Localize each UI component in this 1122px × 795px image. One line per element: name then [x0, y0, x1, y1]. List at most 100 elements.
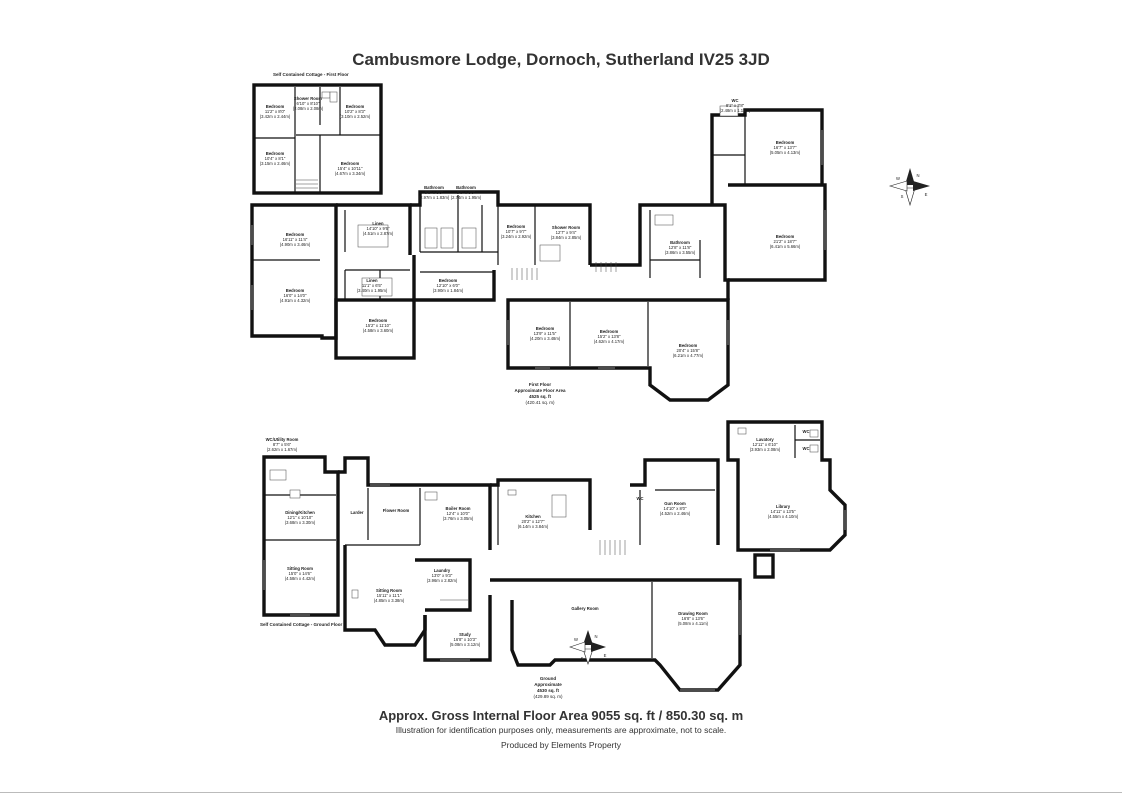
room-dim2-text: (3.76m x 3.05m)	[443, 516, 474, 521]
svg-text:4525 sq. ft: 4525 sq. ft	[529, 394, 552, 399]
room-dim2-text: (2.08m x 2.08m)	[293, 106, 324, 111]
ground-floor-plan: N S E W	[262, 420, 847, 692]
room-dim2-text: (4.85m x 3.38m)	[374, 598, 405, 603]
room-name-text: Flower Room	[383, 508, 410, 513]
ground-floor-kitchen	[490, 478, 626, 555]
room-dim2-text: (5.05m x 4.13m)	[770, 150, 801, 155]
compass-gf-n-label: N	[594, 634, 597, 639]
room-dim1-text: 12'8" x 11'8"	[669, 245, 692, 250]
room-dim2-text: (3.10m x 2.52m)	[340, 114, 371, 119]
room-dim1-text: 9'9" x 6'0"	[425, 190, 444, 195]
room-name-text: Bathroom	[424, 185, 444, 190]
room-dim2-text: (5.08m x 4.11m)	[678, 621, 709, 626]
room-name-text: Bedroom	[369, 318, 388, 323]
room-name-text: Bedroom	[266, 151, 285, 156]
room-name-text: Bedroom	[286, 232, 305, 237]
room-dim2-text: (6.41m x 5.66m)	[770, 244, 801, 249]
room-name-text: WC/Utility Room	[266, 437, 299, 442]
room-name-text: Boiler Room	[446, 506, 471, 511]
room-dim1-text: 16'11" x 11'4"	[283, 237, 308, 242]
room-name-text: Bedroom	[266, 104, 285, 109]
room-dim2-text: (3.15m x 2.46m)	[260, 161, 291, 166]
room-dim1-text: 13'0" x 9'3"	[432, 573, 453, 578]
first-floor-plan: N S E W	[250, 83, 930, 402]
room-dim2-text: (3.93m x 2.08m)	[750, 447, 781, 452]
room-name-text: Bedroom	[439, 278, 458, 283]
svg-text:Approximate Floor Area: Approximate Floor Area	[514, 388, 566, 393]
ground-floor-area-label: Ground Approximate 4530 sq. ft (429.89 s…	[533, 676, 563, 699]
room-name-text: Bathroom	[670, 240, 690, 245]
room-dim2-text: (3.68m x 3.30m)	[285, 520, 316, 525]
room-dim1-text: 12'4" x 10'0"	[447, 511, 470, 516]
room-dim1-text: 12'7" x 9'4"	[556, 230, 577, 235]
room-dim2-text: (3.24m x 2.92m)	[501, 234, 532, 239]
room-name-text: Bedroom	[600, 329, 619, 334]
svg-text:First Floor: First Floor	[529, 382, 551, 387]
room-dim2-text: (3.90m x 1.84m)	[433, 288, 464, 293]
room-dim1-text: 8'1" x 3'8"	[726, 103, 745, 108]
room-dim1-text: 16'7" x 13'7"	[774, 145, 797, 150]
room-dim2-text: (3.96m x 2.82m)	[427, 578, 458, 583]
room-dim1-text: 9'0" x 6'0"	[457, 190, 476, 195]
first-floor-east-wing	[590, 105, 827, 300]
room-name-text: Gun Room	[664, 501, 686, 506]
svg-text:(420.41 sq. m): (420.41 sq. m)	[525, 400, 555, 405]
room-name-text: Gallery Room	[571, 606, 599, 611]
room-name-text: Larder	[350, 510, 363, 515]
room-name-text: Bedroom	[776, 234, 795, 239]
room-name-text: WC	[803, 446, 810, 451]
room-label-ff-wc: WC8'1" x 3'8"(2.48m x 1.12m)	[720, 98, 751, 113]
room-dim1-text: 16'0" x 14'0"	[284, 293, 307, 298]
compass-ground-floor-icon: N S E W	[569, 630, 607, 665]
room-dim1-text: 14'10" x 9'6"	[367, 226, 390, 231]
room-dim2-text: (2.97m x 1.83m)	[419, 195, 450, 200]
room-name-text: WC	[732, 98, 739, 103]
room-name-text: WC	[803, 429, 810, 434]
room-name-text: Sitting Room	[287, 566, 313, 571]
produced-by-text: Produced by Elements Property	[500, 740, 621, 750]
room-dim1-text: 20'2" x 12'7"	[522, 519, 545, 524]
room-name-text: WC	[637, 496, 644, 501]
room-dim1-text: 16'8" x 13'6"	[682, 616, 705, 621]
room-dim1-text: 12'10" x 6'0"	[437, 283, 460, 288]
cottage-ground-floor-label: Self Contained Cottage - Ground Floor	[260, 622, 342, 627]
cottage-first-floor	[252, 83, 383, 195]
room-label-gf-wc: WC	[637, 496, 644, 501]
compass-first-floor-icon: N S E W	[888, 168, 930, 207]
room-dim2-text: (4.55m x 4.10m)	[768, 514, 799, 519]
room-dim2-text: (4.62m x 4.17m)	[594, 339, 625, 344]
room-dim1-text: 16'8" x 10'3"	[454, 637, 477, 642]
room-name-text: Sitting Room	[376, 588, 402, 593]
first-floor-south-bedrooms	[506, 298, 730, 402]
room-dim1-text: 11'1" x 6'5"	[362, 283, 383, 288]
room-dim1-text: 14'11" x 13'5"	[771, 509, 796, 514]
room-dim1-text: 20'4" x 15'8"	[677, 348, 700, 353]
room-dim2-text: (2.48m x 1.12m)	[720, 108, 751, 113]
room-dim1-text: 15'0" x 14'6"	[289, 571, 312, 576]
compass-gf-e-label: E	[604, 653, 607, 658]
room-dim2-text: (4.58m x 3.60m)	[363, 328, 394, 333]
room-dim1-text: 14'10" x 8'0"	[664, 506, 687, 511]
room-dim1-text: 10'7" x 9'7"	[506, 229, 527, 234]
svg-text:4530 sq. ft: 4530 sq. ft	[537, 688, 560, 693]
room-dim1-text: 8'7" x 5'6"	[273, 442, 292, 447]
